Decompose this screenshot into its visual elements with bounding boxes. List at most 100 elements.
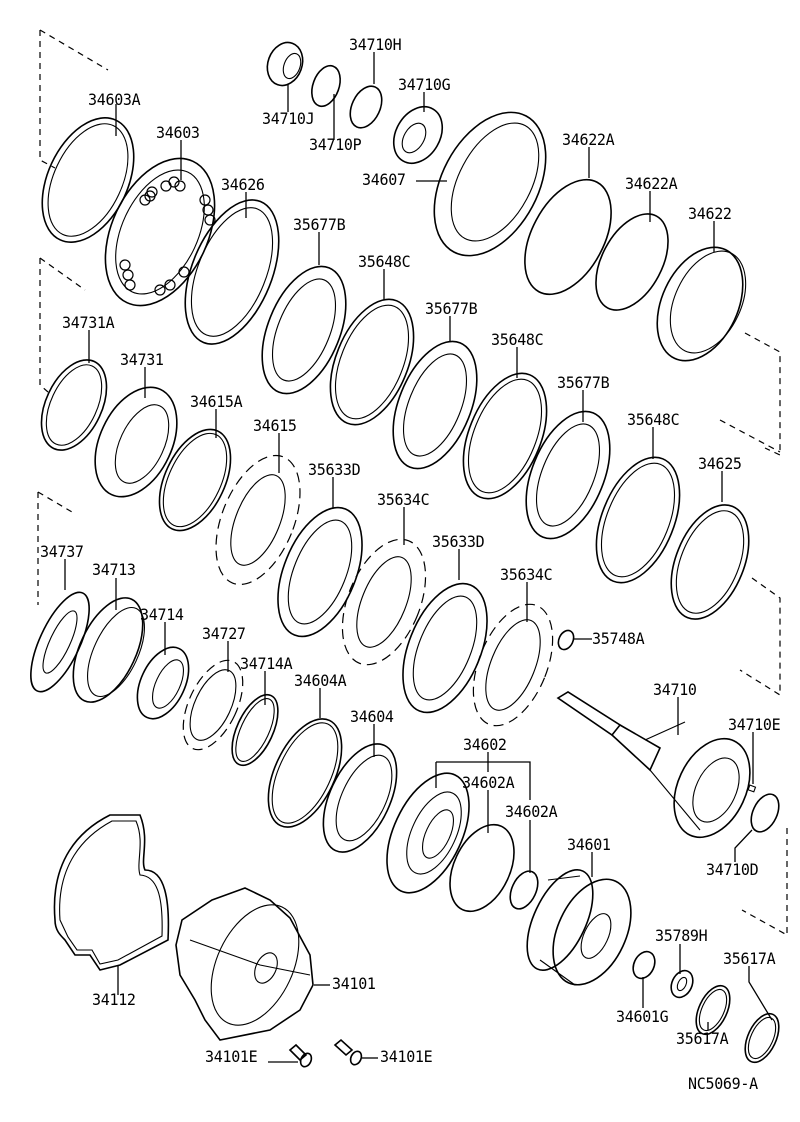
part-34603A-snap-ring	[41, 104, 135, 243]
group-bracket-top-left	[39, 30, 56, 169]
part-34101E-bolt-1	[268, 1043, 313, 1068]
label-34714A: 34714A	[240, 654, 293, 674]
label-34713: 34713	[92, 560, 136, 580]
group-bracket-top-left-diag	[39, 29, 109, 71]
label-34607: 34607	[362, 170, 406, 190]
part-34710H-retaining-clip	[349, 52, 383, 129]
label-34731: 34731	[120, 350, 164, 370]
label-34615A: 34615A	[190, 392, 243, 412]
part-34602A-o-ring-small	[509, 820, 539, 910]
label-34101E-1: 34101E	[205, 1047, 258, 1067]
label-34602A-1: 34602A	[462, 773, 515, 793]
part-34601-clutch-drum	[526, 852, 632, 986]
label-34112: 34112	[92, 990, 136, 1010]
part-34731A-snap-ring	[40, 330, 108, 451]
label-34622: 34622	[688, 204, 732, 224]
label-35648C-2: 35648C	[491, 330, 544, 350]
label-34727: 34727	[202, 624, 246, 644]
label-34604: 34604	[350, 707, 394, 727]
part-34710D-washer	[734, 793, 780, 862]
part-34604-spring-retainer	[322, 724, 398, 853]
label-35648C-3: 35648C	[627, 410, 680, 430]
part-34607-seal-ring	[416, 111, 547, 257]
part-34714A-snap-ring	[231, 671, 279, 767]
label-35633D-2: 35633D	[432, 532, 485, 552]
part-34714-bearing	[136, 622, 190, 720]
label-34710: 34710	[653, 680, 697, 700]
part-35677B-disc-1	[261, 232, 347, 395]
part-35633D-disc-1	[277, 477, 363, 638]
part-34615-plate	[215, 433, 301, 586]
part-34737-thrust-bearing	[30, 559, 90, 693]
part-34112-gasket	[53, 814, 170, 995]
label-34731A: 34731A	[62, 313, 115, 333]
part-35648C-plate-1	[329, 269, 415, 426]
part-34601G-plate	[632, 950, 656, 1008]
label-34622A-1: 34622A	[562, 130, 615, 150]
part-34615A-snap-ring	[158, 409, 232, 532]
figure-code: NC5069-A	[688, 1074, 758, 1094]
part-34713-bearing-race	[72, 578, 145, 703]
part-35633D-disc-2	[402, 549, 488, 714]
part-34727-thrust-washer	[182, 641, 244, 751]
label-34601G: 34601G	[616, 1007, 669, 1027]
part-34710G-bearing	[392, 92, 444, 165]
part-35677B-disc-2	[392, 316, 478, 470]
label-35634C-1: 35634C	[377, 490, 430, 510]
label-34101E-2: 34101E	[380, 1047, 433, 1067]
label-35677B-3: 35677B	[557, 373, 610, 393]
part-35677B-disc-3	[525, 390, 611, 540]
label-34714: 34714	[140, 605, 184, 625]
label-34602: 34602	[463, 735, 507, 755]
label-35617A-1: 35617A	[723, 949, 776, 969]
part-35789H-washer	[670, 944, 694, 999]
part-34731-one-way-clutch	[94, 367, 178, 498]
label-35633D-1: 35633D	[308, 460, 361, 480]
group-bracket-right-low	[741, 828, 788, 937]
part-35617A-ring-1	[695, 984, 731, 1036]
part-35648C-plate-2	[462, 347, 548, 500]
part-34604A-snap-ring	[267, 688, 343, 828]
label-34101: 34101	[332, 974, 376, 994]
part-34622A-o-ring-2	[595, 191, 669, 311]
label-35677B-1: 35677B	[293, 215, 346, 235]
label-34622A-2: 34622A	[625, 174, 678, 194]
part-34602-piston	[386, 752, 531, 894]
part-34622-piston	[656, 221, 747, 362]
label-34710H: 34710H	[349, 35, 402, 55]
label-34603: 34603	[156, 123, 200, 143]
label-34604A: 34604A	[294, 671, 347, 691]
label-35648C-1: 35648C	[358, 252, 411, 272]
label-34710D: 34710D	[706, 860, 759, 880]
group-bracket-mid-left	[39, 258, 49, 393]
part-34626-clutch-plate	[184, 192, 280, 345]
part-34710-output-shaft	[556, 691, 751, 839]
label-35748A: 35748A	[592, 629, 645, 649]
part-34101E-bolt-2	[333, 1038, 378, 1066]
label-34625: 34625	[698, 454, 742, 474]
label-35789H: 35789H	[655, 926, 708, 946]
part-34602A-o-ring-large	[449, 790, 515, 913]
part-34710E-pin	[747, 732, 757, 793]
label-35617A-2: 35617A	[676, 1029, 729, 1049]
group-bracket-right-top	[744, 332, 781, 456]
part-35634C-plate-2	[472, 582, 554, 727]
part-34622A-o-ring-1	[524, 147, 612, 296]
label-34710J: 34710J	[262, 109, 315, 129]
label-34737: 34737	[40, 542, 84, 562]
part-34101-case	[175, 887, 330, 1041]
label-34626: 34626	[221, 175, 265, 195]
label-34710G: 34710G	[398, 75, 451, 95]
part-34710P-lock-washer	[311, 64, 341, 140]
label-34710P: 34710P	[309, 135, 362, 155]
part-35617A-ring-2	[744, 966, 780, 1064]
part-35634C-plate-1	[341, 507, 427, 666]
group-bracket-mid-left-diag	[39, 257, 86, 291]
label-34602A-2: 34602A	[505, 802, 558, 822]
part-34603-return-spring	[104, 140, 216, 307]
part-34625-plate	[670, 471, 750, 620]
part-35648C-plate-3	[595, 427, 681, 584]
label-34710E: 34710E	[728, 715, 781, 735]
